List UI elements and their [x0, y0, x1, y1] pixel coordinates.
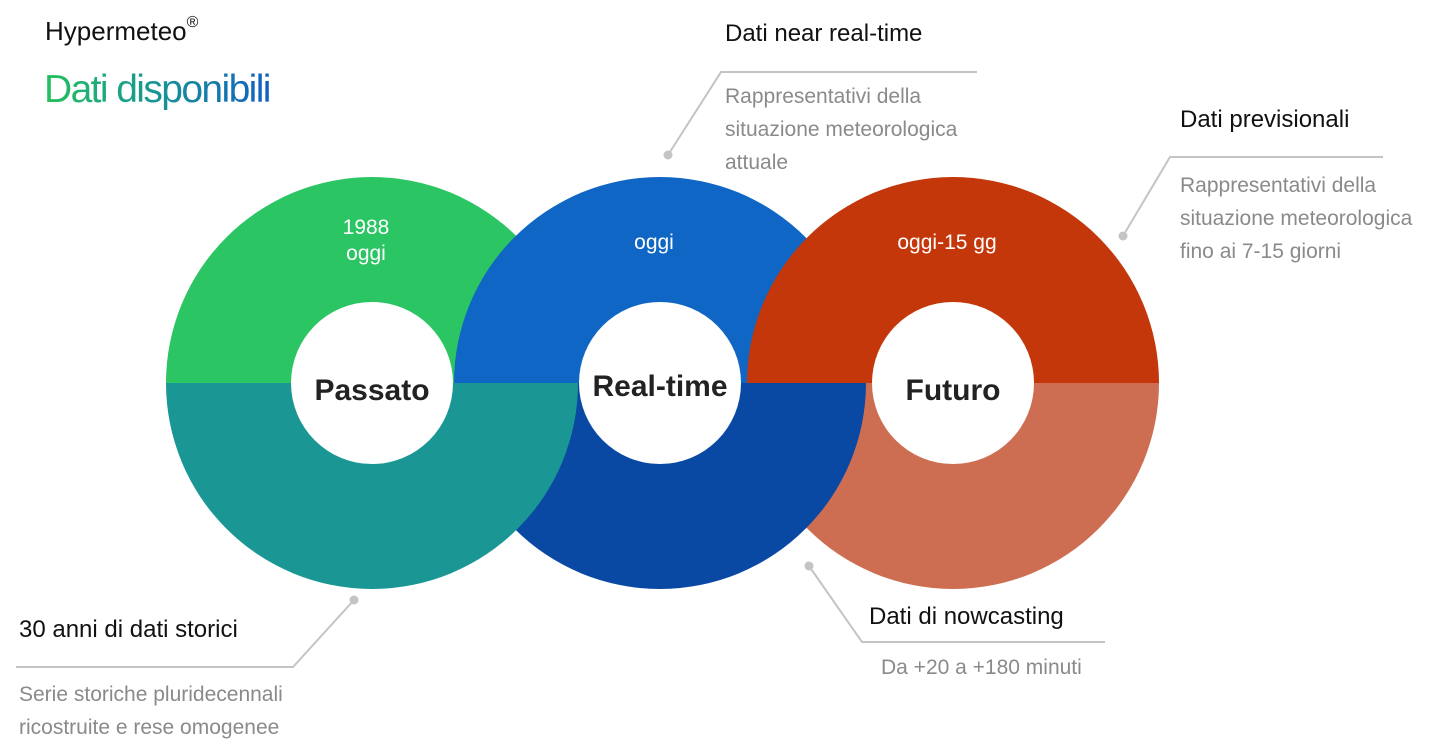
- period-label-realtime: oggi: [634, 231, 674, 254]
- callout-nowcasting: Dati di nowcasting Da +20 a +180 minuti: [869, 603, 1082, 679]
- center-label-realtime: Real-time: [592, 370, 727, 403]
- connector-dot: [663, 150, 673, 160]
- ring-bottom-passato: [166, 383, 578, 589]
- connector-line: [667, 71, 977, 156]
- connector-storici: [16, 595, 359, 668]
- brand-text: Hypermeteo: [45, 16, 187, 46]
- registered-mark: ®: [186, 14, 199, 31]
- period-label-passato: 1988: [343, 216, 390, 239]
- connector-dot: [349, 595, 359, 605]
- callout-previsionali: Dati previsionali Rappresentativi della …: [1180, 106, 1412, 263]
- connector-line: [808, 565, 1105, 643]
- ring-bottom-halves: [166, 383, 1159, 589]
- connector-dot: [1118, 231, 1128, 241]
- ring-centers: [291, 302, 1034, 464]
- connector-near-realtime: [663, 71, 977, 160]
- period-label-passato: oggi: [346, 242, 386, 265]
- callout-title: Dati near real-time: [725, 20, 923, 47]
- connector-nowcasting: [804, 561, 1105, 643]
- center-label-passato: Passato: [314, 374, 429, 407]
- callout-description: Serie storiche pluridecennali ricostruit…: [19, 683, 283, 739]
- center-label-futuro: Futuro: [906, 374, 1001, 407]
- callout-title: 30 anni di dati storici: [19, 616, 238, 643]
- connector-line: [1122, 156, 1383, 237]
- callout-description: Rappresentativi della situazione meteoro…: [725, 85, 958, 174]
- ring-center-realtime: [579, 302, 741, 464]
- connector-line: [16, 599, 355, 668]
- page-title: Dati disponibili: [44, 68, 271, 111]
- connector-dot: [804, 561, 814, 571]
- ring-top-halves: [166, 177, 1159, 383]
- ring-center-futuro: [872, 302, 1034, 464]
- connector-previsionali: [1118, 156, 1383, 241]
- ring-center-passato: [291, 302, 453, 464]
- callout-description: Rappresentativi della situazione meteoro…: [1180, 174, 1413, 263]
- callout-storici: 30 anni di dati storici Serie storiche p…: [19, 616, 283, 739]
- callout-near-realtime: Dati near real-time Rappresentativi dell…: [725, 20, 957, 174]
- ring-top-futuro: [747, 177, 1159, 383]
- period-label-futuro: oggi-15 gg: [897, 231, 996, 254]
- callout-description: Da +20 a +180 minuti: [881, 656, 1082, 679]
- callout-title: Dati di nowcasting: [869, 603, 1064, 630]
- callout-title: Dati previsionali: [1180, 106, 1350, 133]
- brand-name: Hypermeteo®: [45, 14, 199, 47]
